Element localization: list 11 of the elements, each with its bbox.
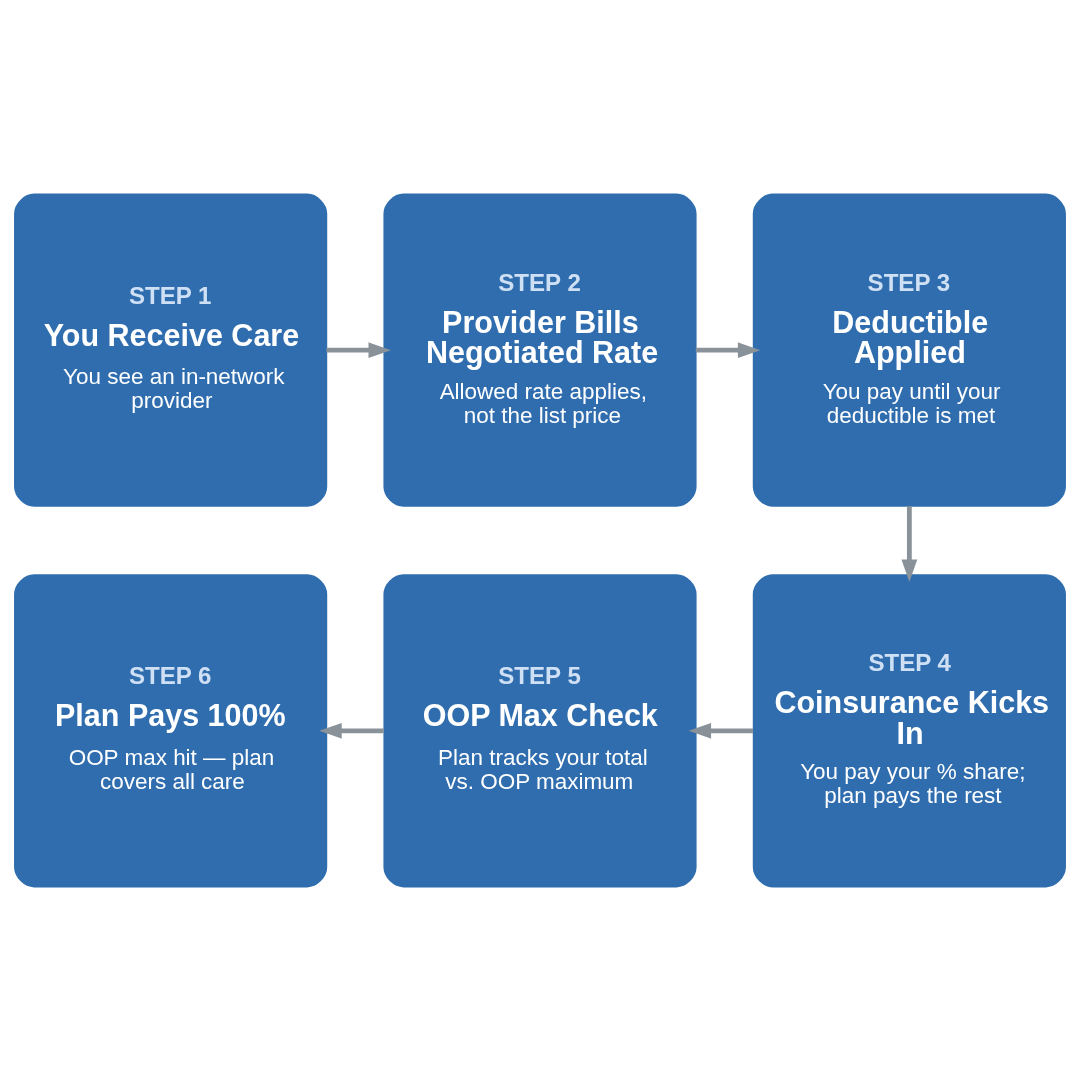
arrow (901, 505, 918, 582)
arrow (326, 341, 392, 358)
node-box: STEP 1 You Receive Care You see an in-network provider (14, 193, 328, 507)
arrow (695, 341, 761, 358)
node-box: STEP 2 Provider Bills Negotiated Rate Allowed rate applies, not the list price (383, 193, 697, 507)
node-box: STEP 4 Coinsurance Kicks In You pay your % share; plan pays the rest (752, 573, 1066, 887)
node-box: STEP 5 OOP Max Check Plan tracks your total vs. OOP maximum (383, 573, 697, 887)
arrow (319, 722, 384, 739)
node-box: STEP 6 Plan Pays 100% OOP max hit — plan covers all care (14, 573, 328, 887)
arrow (688, 722, 754, 739)
node-box: STEP 3 Deductible Applied You pay until your deductible is met (752, 193, 1066, 507)
